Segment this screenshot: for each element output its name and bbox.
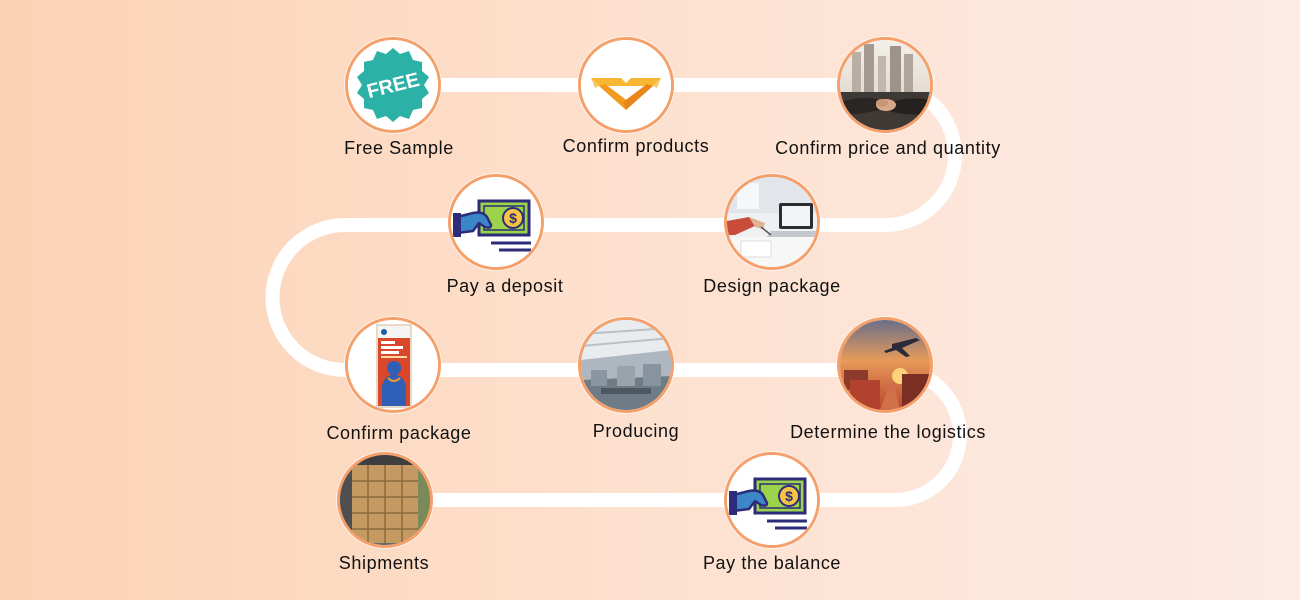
money-hand-icon: $	[448, 174, 544, 270]
product-box-icon	[578, 37, 674, 133]
airplane-logistics-icon	[837, 317, 933, 413]
svg-text:$: $	[509, 210, 517, 226]
free-badge-icon: FREE	[345, 37, 441, 133]
step-label: Shipments	[338, 553, 430, 573]
step-label: Design package	[703, 276, 841, 296]
step-label: Confirm package	[326, 423, 472, 443]
step-label: Confirm price and quantity	[775, 138, 1001, 158]
handshake-icon	[837, 37, 933, 133]
step-label: Pay a deposit	[446, 276, 564, 296]
step-label: Confirm products	[562, 136, 710, 156]
money-hand-icon: $	[724, 452, 820, 548]
laptop-design-icon	[724, 174, 820, 270]
step-label: Producing	[592, 421, 680, 441]
step-label: Pay the balance	[702, 553, 842, 573]
step-label: Determine the logistics	[790, 422, 986, 442]
step-label: Free Sample	[344, 138, 454, 158]
svg-text:$: $	[785, 488, 793, 504]
package-box-icon	[345, 317, 441, 413]
cartons-shipment-icon	[337, 452, 433, 548]
factory-icon	[578, 317, 674, 413]
